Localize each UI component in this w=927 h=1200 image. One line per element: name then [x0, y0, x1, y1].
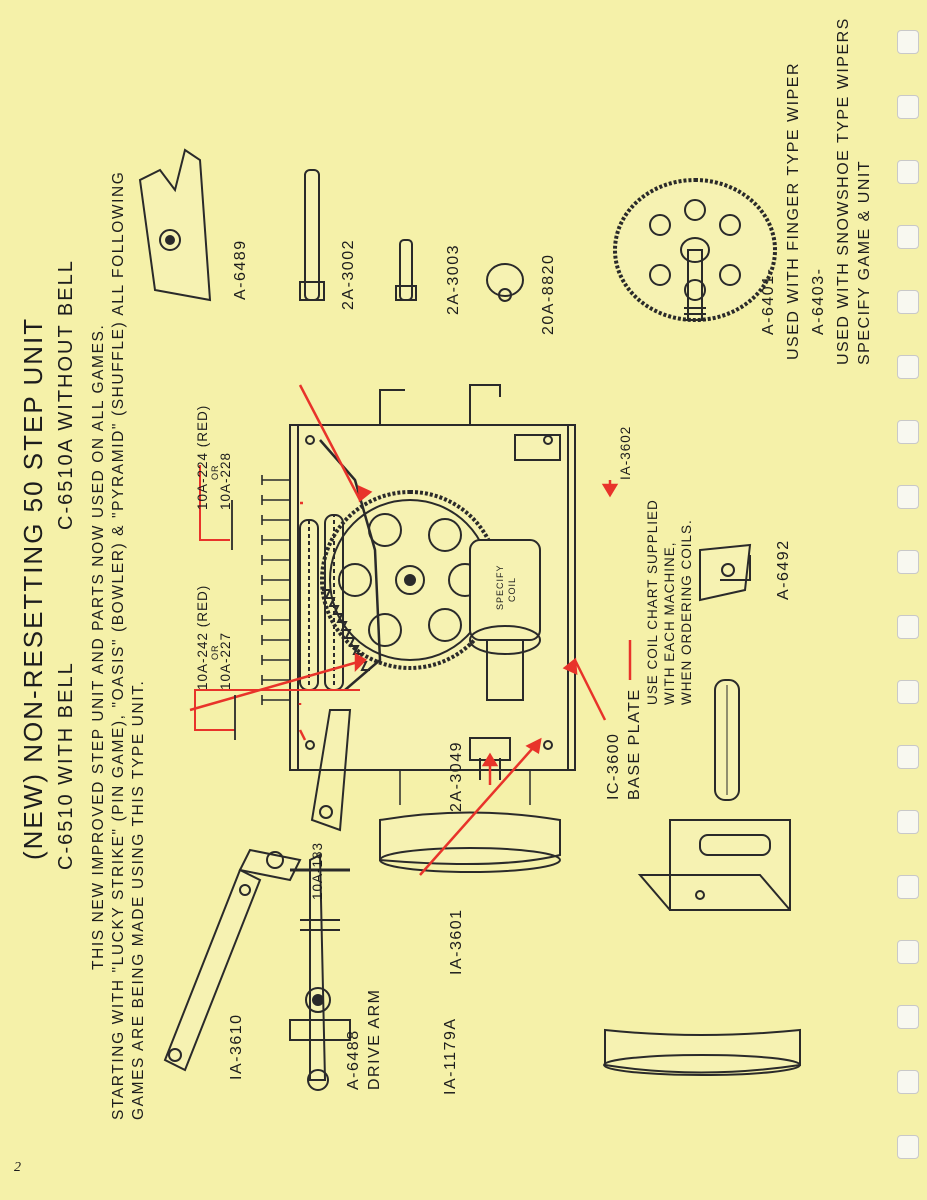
- label-drive-arm: DRIVE ARM: [366, 988, 383, 1090]
- bell-ia1179a-drawing: [603, 1028, 801, 1076]
- binder-hole: [897, 550, 919, 574]
- coil-note-line-1: USE COIL CHART SUPPLIED: [645, 499, 660, 705]
- coil-note-line-3: WHEN ORDERING COILS.: [679, 519, 694, 705]
- label-ic3600: IC-3600: [605, 732, 622, 800]
- binder-hole: [897, 95, 919, 119]
- label-10a228: 10A-228: [218, 451, 233, 510]
- page-number: 2: [14, 1160, 21, 1175]
- binder-hole: [897, 355, 919, 379]
- label-a6492: A-6492: [775, 539, 792, 600]
- label-finger-wiper: USED WITH FINGER TYPE WIPER: [785, 62, 802, 360]
- coil-specify-label: SPECIFY: [495, 564, 505, 610]
- label-specify-game: SPECIFY GAME & UNIT: [856, 159, 873, 365]
- label-2a3049: 2A-3049: [448, 741, 465, 812]
- label-a6403: A-6403-: [810, 267, 827, 335]
- bracket-a6492-drawing: [699, 543, 752, 602]
- label-10a183: 10A-183: [310, 841, 325, 900]
- binder-hole: [897, 615, 919, 639]
- page-title: (NEW) NON-RESETTING 50 STEP UNIT: [18, 316, 48, 860]
- label-base-plate: BASE PLATE: [626, 688, 643, 800]
- binder-hole: [897, 1005, 919, 1029]
- coil-label: COIL: [507, 576, 517, 602]
- bell-drawing: [379, 770, 561, 873]
- binder-hole: [897, 225, 919, 249]
- label-snowshoe-wiper: USED WITH SNOWSHOE TYPE WIPERS: [835, 17, 852, 365]
- binder-hole: [897, 745, 919, 769]
- binder-hole: [897, 940, 919, 964]
- label-10a242: 10A-242 (RED): [195, 584, 210, 690]
- model-without-bell: C-6510A WITHOUT BELL: [55, 259, 77, 530]
- binder-hole: [897, 420, 919, 444]
- label-ia1179a: IA-1179A: [442, 1017, 459, 1095]
- binder-hole: [897, 1135, 919, 1159]
- model-with-bell: C-6510 WITH BELL: [55, 661, 77, 870]
- part-2a3002-drawing: [299, 169, 325, 301]
- intro-line-1: THIS NEW IMPROVED STEP UNIT AND PARTS NO…: [90, 323, 107, 970]
- binder-hole: [897, 160, 919, 184]
- label-2a3003: 2A-3003: [445, 244, 462, 315]
- coil-note-line-2: WITH EACH MACHINE,: [662, 541, 677, 705]
- part-2a3003-drawing: [395, 239, 417, 301]
- binder-hole: [897, 30, 919, 54]
- label-10a224: 10A-224 (RED): [195, 404, 210, 510]
- pin-2a3049-drawing: [714, 679, 740, 801]
- intro-line-3: GAMES ARE BEING MADE USING THIS TYPE UNI…: [130, 679, 147, 1120]
- label-a6489: A-6489: [232, 239, 249, 300]
- part-a6489-drawing: [138, 148, 212, 302]
- label-a6401: A-6401-: [760, 267, 777, 335]
- binder-hole: [897, 680, 919, 704]
- label-20a8820: 20A-8820: [540, 253, 557, 335]
- binder-hole: [897, 810, 919, 834]
- binder-hole: [897, 485, 919, 509]
- label-ia3610: IA-3610: [228, 1013, 245, 1080]
- label-ia3601: IA-3601: [448, 908, 465, 975]
- label-ia3602: IA-3602: [618, 425, 633, 480]
- drive-arm-drawing: [289, 853, 351, 1091]
- label-10a227: 10A-227: [218, 631, 233, 690]
- intro-line-2: STARTING WITH "LUCKY STRIKE" (PIN GAME),…: [110, 170, 127, 1120]
- label-a6488: A-6488: [345, 1029, 362, 1090]
- arm-ia3610-drawing: [163, 848, 302, 1072]
- binder-hole: [897, 875, 919, 899]
- callout-arrows: [189, 384, 632, 876]
- label-2a3002: 2A-3002: [340, 239, 357, 310]
- binder-hole: [897, 1070, 919, 1094]
- base-plate-drawing: [261, 384, 576, 832]
- bracket-ia3601-drawing: [637, 819, 791, 911]
- gear-a6401-drawing: [613, 178, 777, 322]
- part-20a8820-drawing: [486, 263, 524, 302]
- binder-hole: [897, 290, 919, 314]
